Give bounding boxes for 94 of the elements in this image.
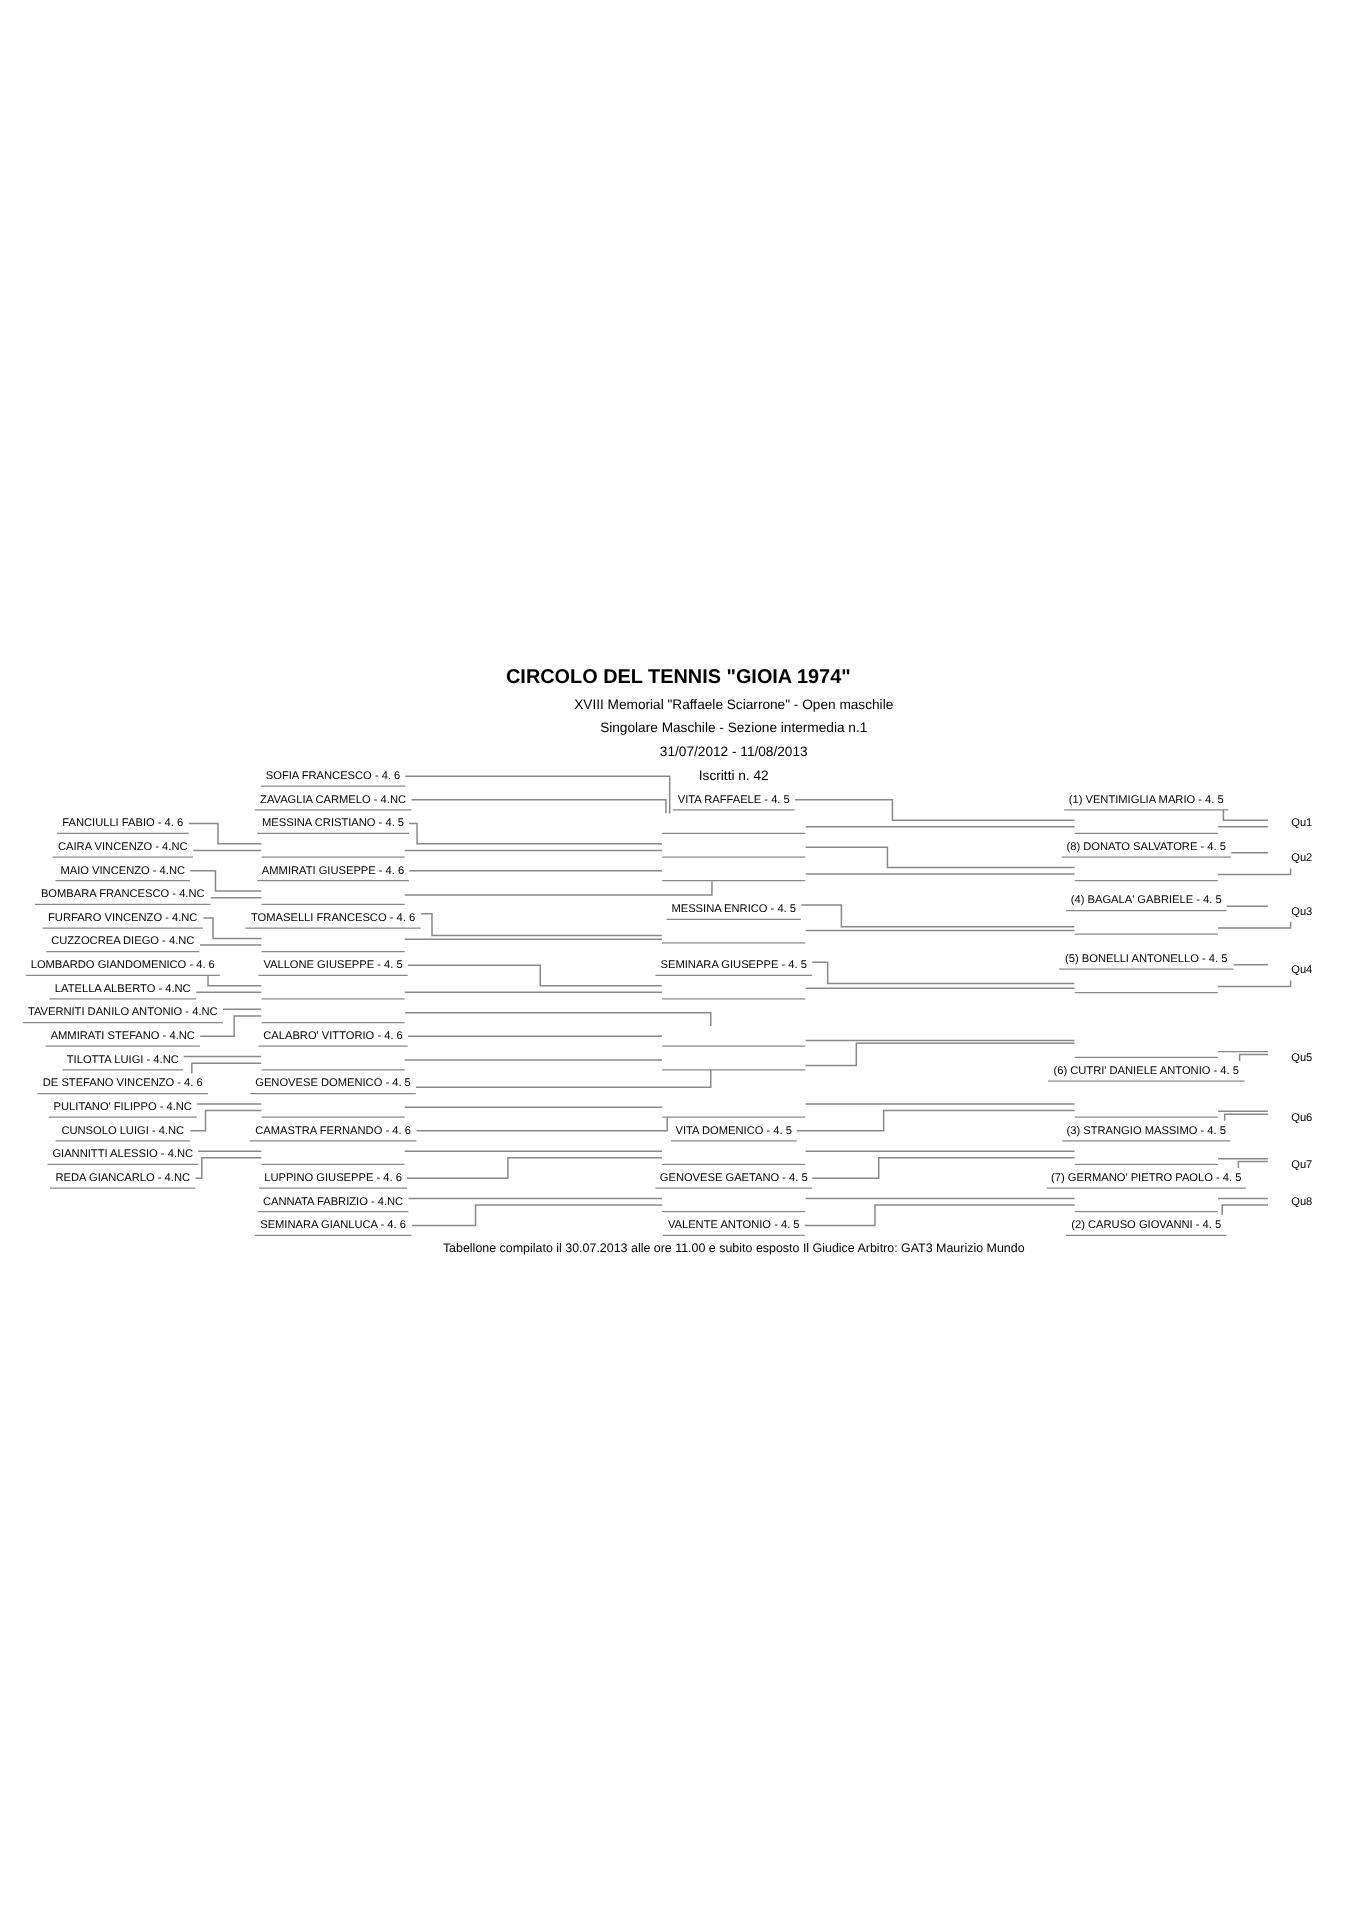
node-line <box>661 1210 806 1212</box>
connector <box>192 848 262 851</box>
connector <box>1217 825 1269 827</box>
node-line <box>661 1162 806 1165</box>
node-line <box>1074 831 1219 834</box>
node-line <box>1074 879 1219 881</box>
connector <box>1217 1196 1269 1199</box>
connector <box>415 1068 712 1088</box>
node-line <box>661 997 806 999</box>
connector <box>189 1108 263 1131</box>
node-line <box>661 855 806 857</box>
node-line <box>260 1115 406 1117</box>
connector <box>1222 808 1269 820</box>
connector <box>188 821 263 844</box>
connector <box>407 963 663 986</box>
node-line <box>661 1068 806 1070</box>
diagram-title: CIRCOLO DEL TENNIS "GIOIA 1974" <box>506 665 851 688</box>
connector <box>408 869 663 871</box>
connector <box>1237 1159 1269 1168</box>
connector <box>194 1156 263 1178</box>
node-line <box>661 1044 806 1046</box>
connector <box>403 1105 663 1107</box>
connector <box>1217 978 1292 987</box>
connector <box>420 911 663 936</box>
connector <box>1238 1052 1269 1061</box>
node-line <box>260 1021 406 1023</box>
connector <box>1223 1112 1269 1121</box>
connector <box>407 1034 663 1037</box>
node-line <box>1074 1162 1219 1165</box>
connector <box>811 960 1076 984</box>
connector <box>804 845 1076 868</box>
connector <box>804 825 1076 827</box>
connector <box>222 1007 262 1010</box>
connector <box>191 1061 262 1074</box>
connector <box>804 1038 1076 1041</box>
connector <box>794 798 1076 820</box>
connector <box>196 1102 263 1104</box>
connector <box>403 1149 663 1151</box>
connector <box>403 1058 663 1060</box>
node-line <box>1074 1055 1219 1058</box>
connector <box>199 1014 262 1037</box>
connector <box>804 1149 1076 1151</box>
connector <box>800 903 1076 927</box>
node-line <box>661 879 806 881</box>
connector <box>411 1203 663 1226</box>
connector <box>195 990 263 993</box>
connector <box>404 1010 712 1026</box>
connector <box>210 896 263 898</box>
connector <box>1217 1049 1269 1052</box>
connector <box>410 798 667 814</box>
node-line <box>260 902 406 904</box>
node-line <box>661 831 806 834</box>
connector <box>804 1041 1076 1066</box>
node-line <box>260 855 406 857</box>
connector <box>804 872 1076 874</box>
connector <box>811 1156 1076 1178</box>
connector <box>804 928 1076 931</box>
node-line <box>260 997 406 999</box>
node-line <box>1074 1210 1219 1212</box>
connector <box>1232 963 1269 965</box>
node-line <box>661 941 806 943</box>
connector <box>182 1054 262 1057</box>
node-line <box>1074 932 1219 934</box>
connector <box>407 1196 663 1199</box>
node-line <box>661 1115 806 1117</box>
node-line <box>260 1068 406 1070</box>
connector <box>408 821 663 844</box>
connector <box>403 848 663 851</box>
connector <box>804 1203 1076 1226</box>
connector <box>415 1115 668 1131</box>
connector <box>189 869 263 891</box>
connector <box>1230 851 1269 853</box>
connector <box>804 1196 1076 1199</box>
connector <box>1217 1156 1269 1159</box>
connector <box>207 973 263 986</box>
connector <box>197 1149 263 1151</box>
connector <box>1217 920 1292 928</box>
connector <box>406 1156 663 1178</box>
connector <box>804 1102 1076 1104</box>
connector <box>404 774 671 814</box>
connector <box>804 986 1076 988</box>
connector <box>202 916 263 939</box>
connector <box>199 943 262 945</box>
node-line <box>1074 991 1219 993</box>
connector <box>1221 1203 1269 1215</box>
connector <box>1217 866 1292 875</box>
node-line <box>260 950 406 952</box>
node-line <box>260 1162 406 1165</box>
connector <box>1217 1109 1269 1112</box>
connector <box>1226 904 1269 906</box>
connector <box>403 990 663 993</box>
connector <box>796 1108 1076 1131</box>
connector <box>403 937 663 939</box>
node-line <box>1074 1115 1219 1117</box>
